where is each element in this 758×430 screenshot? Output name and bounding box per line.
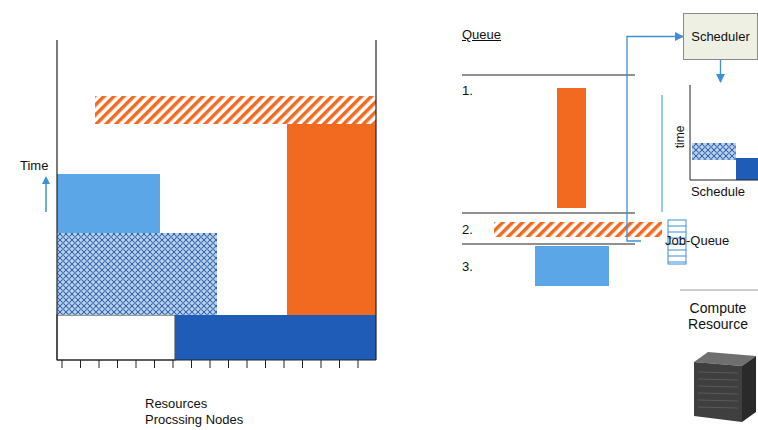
tick bbox=[210, 360, 211, 368]
time-arrow-head bbox=[42, 176, 50, 184]
axis-label: time bbox=[672, 126, 688, 149]
job-bar bbox=[57, 233, 217, 315]
node-label: Schedule bbox=[691, 184, 745, 200]
job-bar bbox=[736, 158, 758, 180]
compute-resource: Compute Resource bbox=[678, 298, 758, 422]
node-label: Compute Resource bbox=[683, 300, 753, 332]
server-slot bbox=[698, 379, 738, 380]
server-icon bbox=[694, 352, 756, 422]
job-bar bbox=[175, 315, 376, 360]
section-title: Queue bbox=[462, 27, 501, 43]
server-side bbox=[742, 356, 756, 422]
free-slot bbox=[57, 315, 175, 360]
axis bbox=[690, 180, 758, 181]
job-bar bbox=[95, 96, 376, 124]
job-bar bbox=[57, 174, 160, 233]
mini-schedule bbox=[662, 85, 758, 212]
server-slot bbox=[698, 393, 738, 394]
schedule-chart bbox=[42, 40, 376, 368]
axis bbox=[56, 40, 57, 360]
tick bbox=[247, 360, 248, 368]
schedule-panel: Schedule bbox=[678, 82, 758, 200]
job-bar bbox=[692, 143, 736, 160]
axis bbox=[690, 85, 691, 180]
tick bbox=[321, 360, 322, 368]
tick bbox=[284, 360, 285, 368]
tick bbox=[191, 360, 192, 368]
queue-slot bbox=[668, 232, 686, 233]
queue-divider bbox=[462, 213, 635, 214]
server-slot bbox=[698, 400, 738, 401]
separator bbox=[680, 290, 758, 291]
server-slot bbox=[698, 407, 738, 408]
job-bar bbox=[287, 124, 376, 315]
tick bbox=[358, 360, 359, 368]
schedule-ground bbox=[690, 85, 758, 180]
queued-job bbox=[494, 222, 662, 237]
queue-slot bbox=[668, 256, 686, 257]
time-arrow bbox=[45, 182, 47, 212]
server-slot bbox=[698, 372, 738, 373]
queue-position: 2. bbox=[462, 222, 473, 238]
server-front bbox=[694, 362, 742, 422]
tick bbox=[99, 360, 100, 368]
axis bbox=[375, 40, 376, 360]
connector-arrow bbox=[720, 60, 721, 82]
tick bbox=[154, 360, 155, 368]
queue-slot bbox=[668, 250, 686, 251]
box-title: Scheduler bbox=[691, 29, 750, 45]
axis-label: Time bbox=[20, 158, 48, 174]
tick bbox=[136, 360, 137, 368]
job-queue: Job-Queue bbox=[641, 216, 758, 266]
tick bbox=[62, 360, 63, 368]
axis-label: Resources Procssing Nodes bbox=[145, 396, 257, 428]
tick bbox=[339, 360, 340, 368]
queue-slot bbox=[668, 262, 686, 263]
server-slot bbox=[698, 386, 738, 387]
tick bbox=[228, 360, 229, 368]
queue-divider bbox=[462, 244, 635, 245]
tick bbox=[80, 360, 81, 368]
queue-position: 1. bbox=[462, 83, 473, 99]
axis-ticks bbox=[62, 360, 358, 368]
queue-divider bbox=[462, 75, 635, 76]
tick bbox=[302, 360, 303, 368]
tick bbox=[173, 360, 174, 368]
axis bbox=[57, 359, 376, 360]
tick bbox=[265, 360, 266, 368]
feedback-line bbox=[662, 95, 663, 212]
queued-job bbox=[557, 88, 586, 208]
queue-position: 3. bbox=[462, 259, 473, 275]
process-box: Scheduler bbox=[683, 13, 758, 60]
queue-slot bbox=[668, 226, 686, 227]
server-slots bbox=[698, 372, 738, 408]
node-label: Job-Queue bbox=[665, 233, 729, 249]
tick bbox=[117, 360, 118, 368]
queue bbox=[462, 75, 662, 286]
queued-job bbox=[535, 246, 609, 286]
